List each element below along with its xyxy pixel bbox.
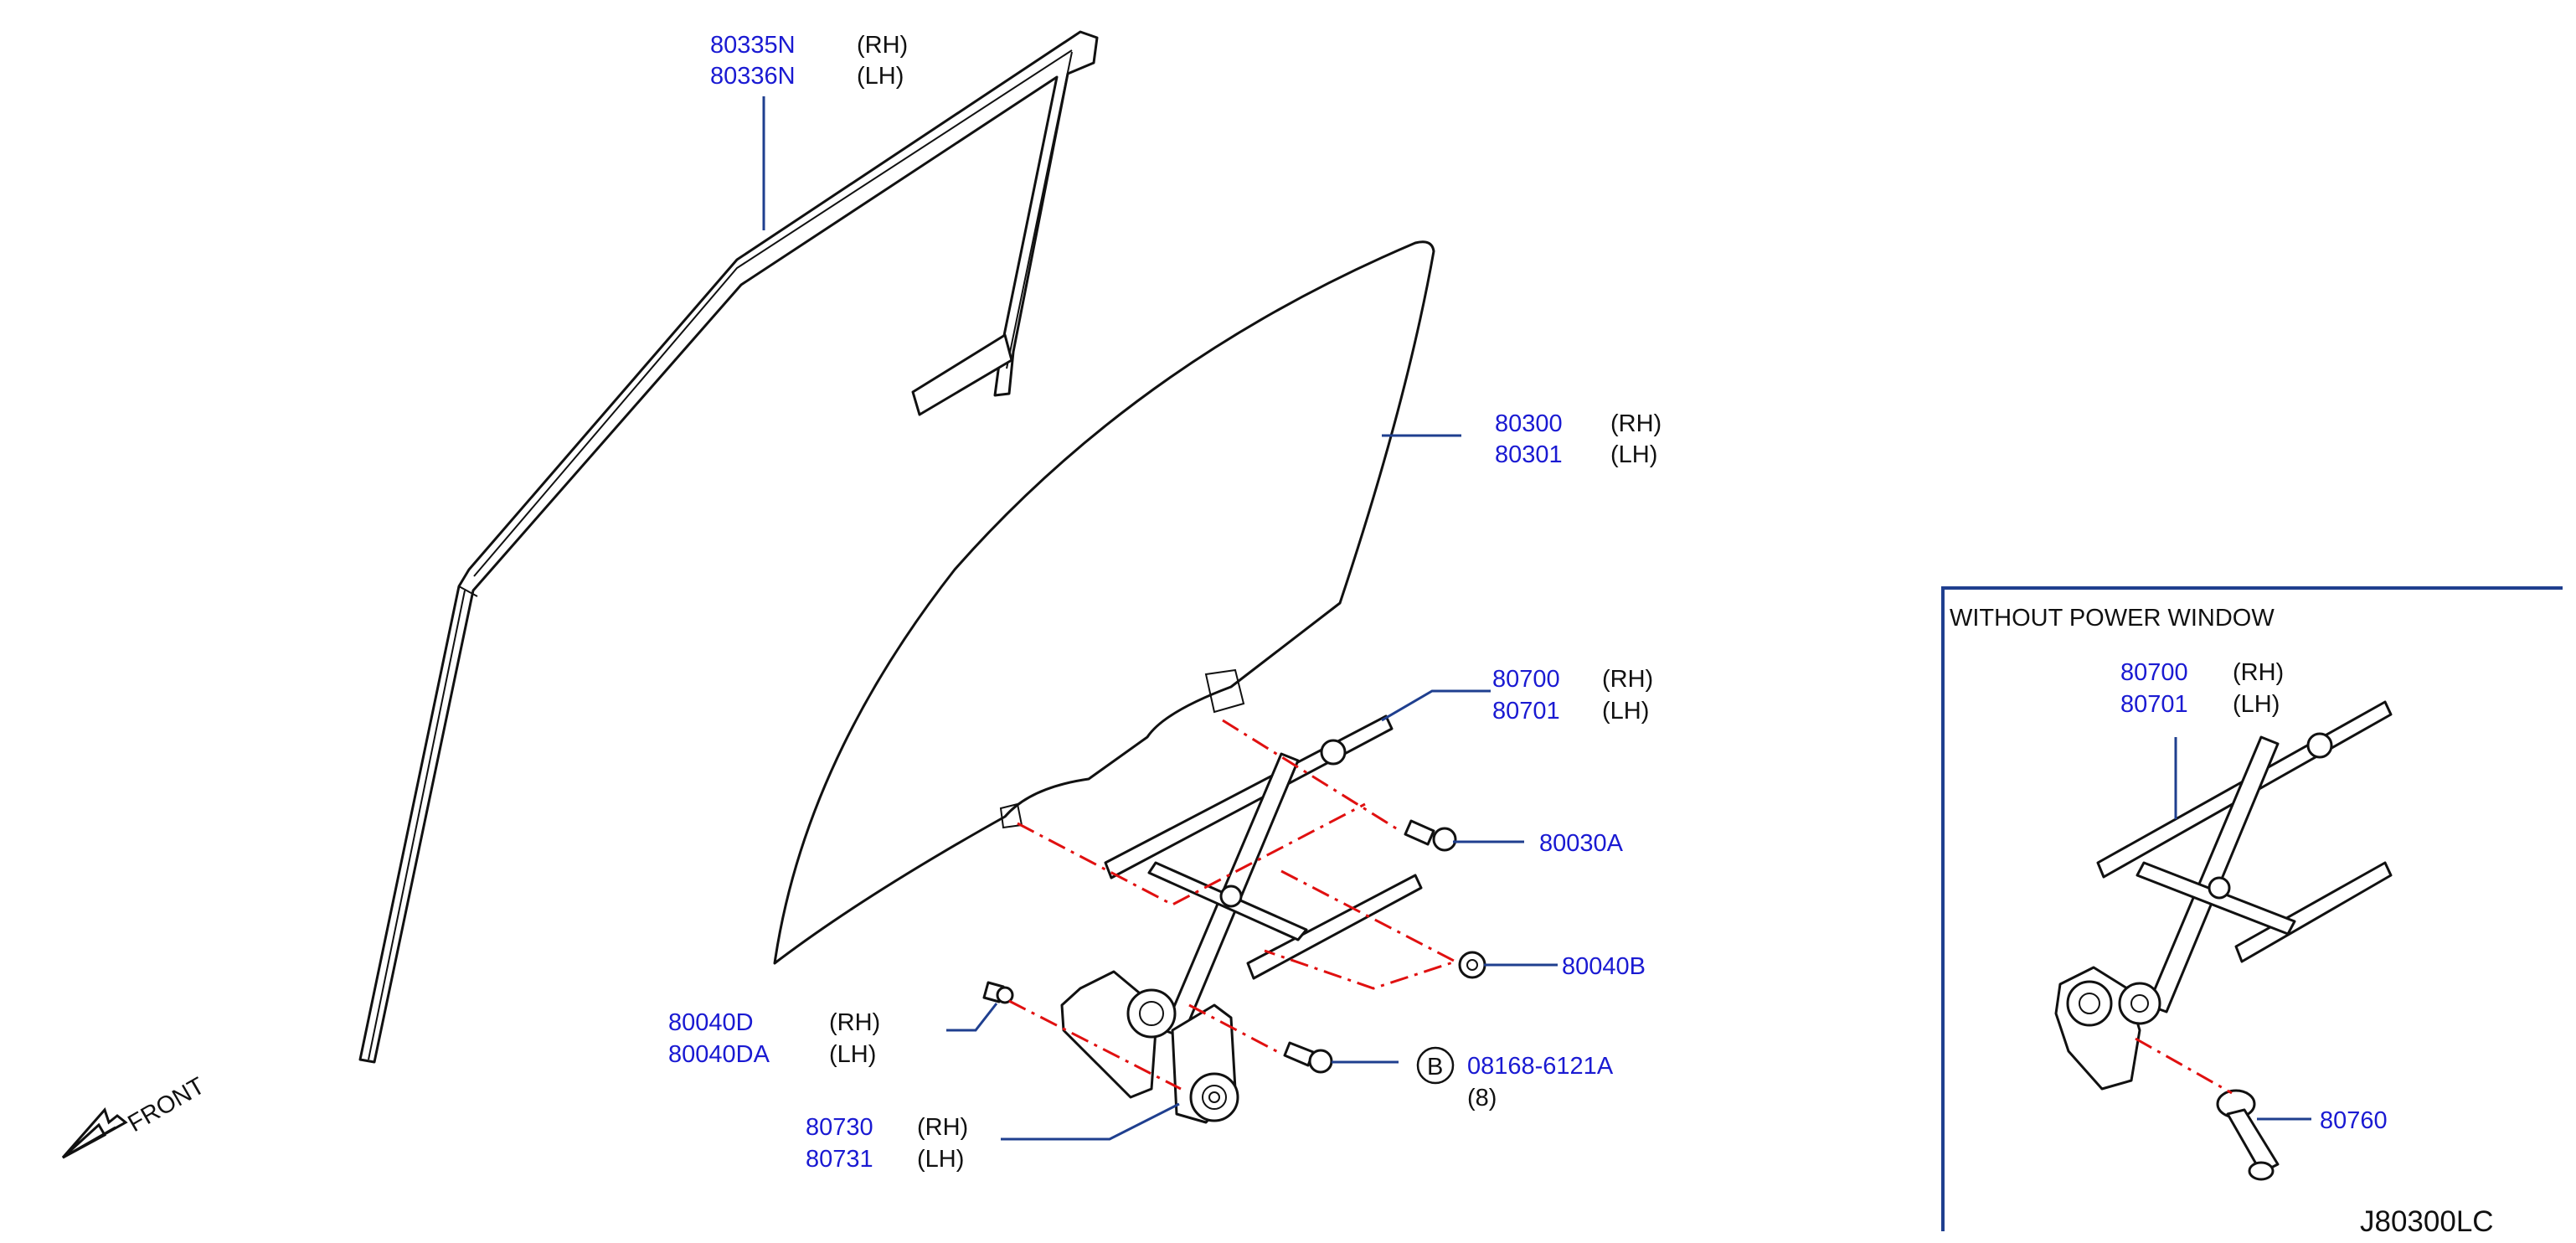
window-crank-handle <box>2216 1089 2280 1181</box>
part-number-lh: 80731 <box>806 1146 873 1173</box>
inset-title: WITHOUT POWER WINDOW <box>1950 605 2275 632</box>
part-number-rh: 80700 <box>2120 659 2188 686</box>
callout-nut-b: 80040B <box>1562 953 1646 980</box>
manual-window-regulator <box>2054 700 2393 1091</box>
side-lh: (LH) <box>857 63 904 90</box>
reference-marker-circle <box>1416 1046 1455 1085</box>
front-arrow-icon <box>61 1107 128 1159</box>
door-sash-moulding <box>358 30 1099 1064</box>
side-rh: (RH) <box>2233 659 2284 686</box>
side-lh: (LH) <box>829 1041 876 1068</box>
part-number-lh: 80336N <box>710 63 796 90</box>
inset-frame <box>1941 586 2563 1231</box>
part-number-lh: 80701 <box>2120 691 2188 718</box>
front-direction-indicator: FRONT <box>61 1072 210 1159</box>
side-rh: (RH) <box>857 32 908 59</box>
callout-moulding: 80335N (RH) 80336N (LH) <box>710 32 908 90</box>
callout-glass: 80300 (RH) 80301 (LH) <box>1495 410 1662 468</box>
inset-without-power-window: WITHOUT POWER WINDOW 80700 (RH) 80701 <box>1941 586 2563 1231</box>
front-label: FRONT <box>124 1072 210 1137</box>
door-glass <box>773 240 1435 965</box>
diagram-code: J80300LC <box>2360 1205 2494 1238</box>
part-number-rh: 80730 <box>806 1114 873 1141</box>
callout-regulator: 80700 (RH) 80701 (LH) <box>1492 666 1653 725</box>
reference-marker: B <box>1427 1054 1443 1081</box>
side-lh: (LH) <box>1610 441 1657 468</box>
window-motor <box>1171 1003 1239 1124</box>
callout-motor: 80730 (RH) 80731 (LH) <box>806 1114 968 1173</box>
side-rh: (RH) <box>1610 410 1662 437</box>
part-number-lh: 80701 <box>1492 698 1560 725</box>
assembly-guides <box>1008 719 1459 1091</box>
window-regulator <box>1060 714 1423 1099</box>
fasteners <box>982 819 1486 1074</box>
part-number-lh: 80301 <box>1495 441 1563 468</box>
callout-bolt-b: B 08168-6121A (8) <box>1416 1046 1614 1111</box>
part-number-rh: 80300 <box>1495 410 1563 437</box>
side-rh: (RH) <box>917 1114 968 1141</box>
part-number-rh: 80040D <box>668 1009 754 1036</box>
part-number-rh: 80335N <box>710 32 796 59</box>
part-number: 80760 <box>2320 1107 2388 1134</box>
part-number-lh: 80040DA <box>668 1041 770 1068</box>
inset-callout-handle: 80760 <box>2320 1107 2388 1134</box>
callout-bolt-d: 80040D (RH) 80040DA (LH) <box>668 1009 880 1068</box>
callout-bolt-a: 80030A <box>1539 830 1624 857</box>
part-number: 80040B <box>1562 953 1646 980</box>
quantity: (8) <box>1467 1085 1497 1111</box>
inset-callout-regulator: 80700 (RH) 80701 (LH) <box>2120 659 2284 718</box>
side-rh: (RH) <box>1602 666 1653 693</box>
leader-lines <box>762 96 1558 1141</box>
side-rh: (RH) <box>829 1009 880 1036</box>
side-lh: (LH) <box>1602 698 1649 725</box>
side-lh: (LH) <box>2233 691 2280 718</box>
side-lh: (LH) <box>917 1146 964 1173</box>
part-number: 80030A <box>1539 830 1624 857</box>
part-number-rh: 80700 <box>1492 666 1560 693</box>
part-number: 08168-6121A <box>1467 1053 1614 1080</box>
